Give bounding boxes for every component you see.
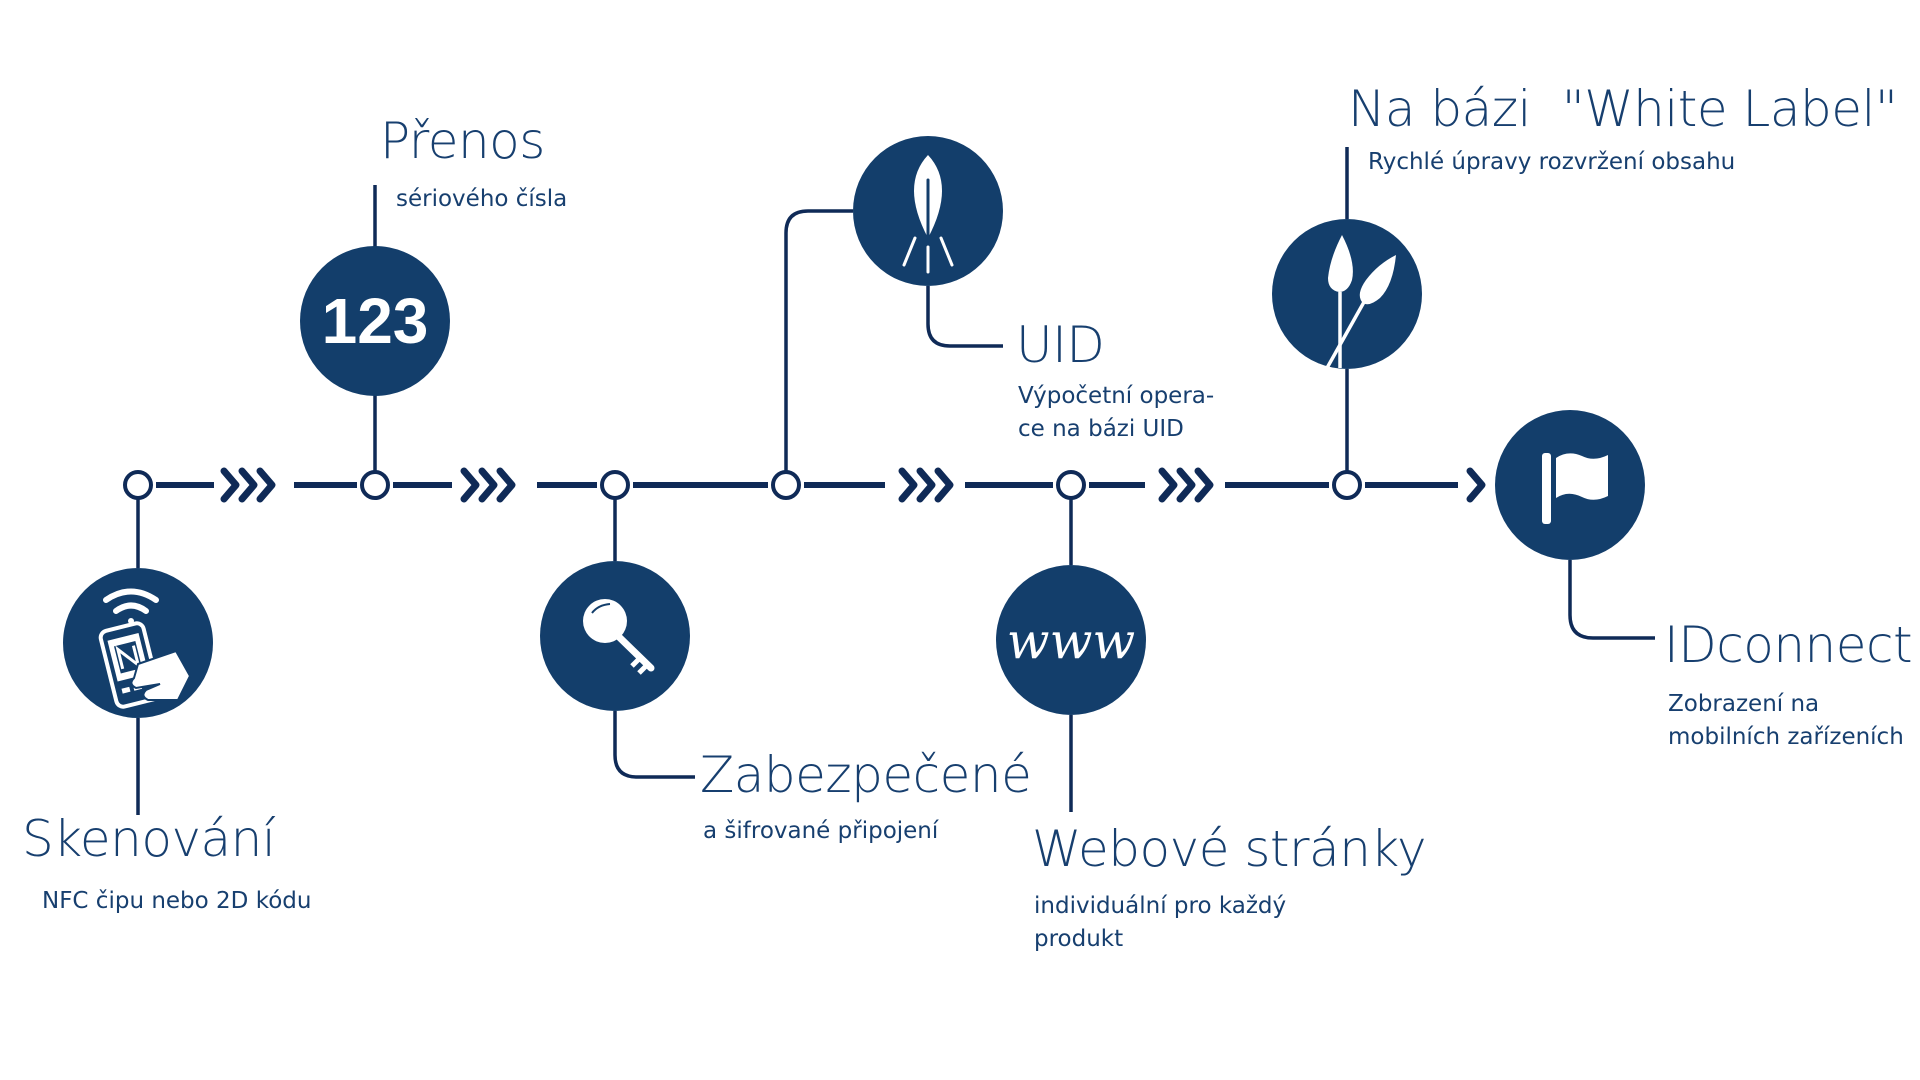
connector-lines (136, 147, 1655, 815)
step-subtitle: Výpočetní opera- (1018, 383, 1215, 409)
icon-123-text: 123 (322, 285, 429, 357)
timeline-node (771, 470, 801, 500)
timeline-node (600, 470, 630, 500)
arrow-chevrons-3 (898, 467, 954, 503)
step-title: Webové stránky (1032, 820, 1427, 878)
step-subtitle: individuální pro každý (1034, 893, 1287, 919)
step-title: Na bázi "White Label" (1348, 80, 1898, 138)
leaf-light-icon (853, 136, 1003, 286)
step-subtitle: sériového čísla (396, 186, 568, 212)
step-subtitle: produkt (1034, 926, 1124, 952)
step-subtitle: Rychlé úpravy rozvržení obsahu (1368, 149, 1736, 175)
timeline-nodes (123, 470, 1362, 500)
step-title: UID (1016, 316, 1105, 374)
step-subtitle: NFC čipu nebo 2D kódu (42, 888, 312, 914)
number-123-icon: 123 (300, 246, 450, 396)
step-title: IDconnect (1664, 616, 1913, 674)
timeline-node (123, 470, 153, 500)
step-subtitle: Zobrazení na (1668, 691, 1820, 717)
key-icon (540, 561, 690, 711)
timeline-node (360, 470, 390, 500)
step-subtitle: ce na bázi UID (1018, 416, 1184, 442)
flag-icon (1495, 410, 1645, 560)
brushes-icon (1272, 219, 1422, 369)
icon-www-text: www (1007, 612, 1135, 670)
step-title: Přenos (380, 112, 545, 170)
step-subtitle: a šifrované připojení (703, 818, 939, 844)
nfc-phone-icon (63, 568, 213, 718)
arrow-chevron-final (1466, 467, 1486, 503)
arrow-chevrons-2 (460, 467, 516, 503)
step-title: Zabezpečené (700, 746, 1032, 804)
step-title: Skenování (22, 810, 276, 868)
timeline-node (1056, 470, 1086, 500)
step-subtitle: mobilních zařízeních (1668, 724, 1904, 750)
www-icon: www (996, 565, 1146, 715)
arrow-chevrons-1 (220, 467, 276, 503)
arrow-chevrons-4 (1158, 467, 1214, 503)
timeline-node (1332, 470, 1362, 500)
